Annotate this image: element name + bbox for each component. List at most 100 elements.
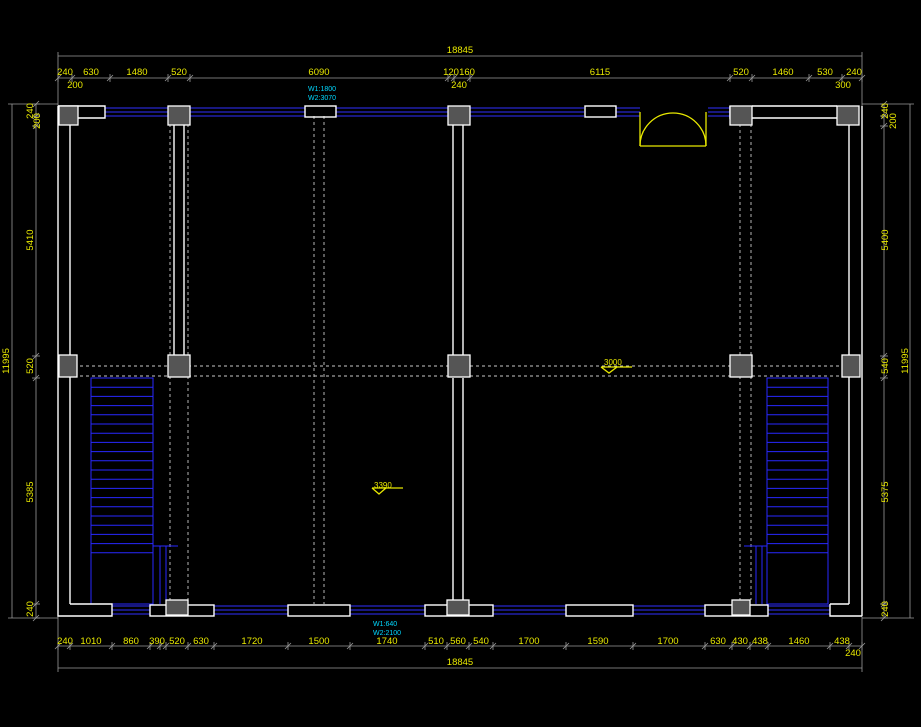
dimension-tick: [32, 600, 40, 608]
column: [446, 599, 470, 616]
dimension-tick: [629, 642, 637, 650]
top-dim-label: 6090: [308, 67, 329, 78]
bottom-extra-dim-label: 240: [845, 648, 861, 659]
top-windows: [105, 107, 730, 117]
top-sub-dim-label: 300: [835, 80, 851, 91]
dimension-tick: [106, 74, 114, 82]
left-overall-dimension: 11995: [1, 348, 12, 374]
top-overall-dimension: 18845: [447, 45, 473, 56]
right-dim-label: 5400: [880, 229, 891, 250]
walls: [57, 105, 863, 617]
right-overall-dimension: 11995: [900, 348, 911, 374]
bottom-dim-label: 1590: [587, 636, 608, 647]
dimension-tick: [465, 642, 473, 650]
dimension-tick: [880, 352, 888, 360]
top-dim-label: 160: [459, 67, 475, 78]
elevation-label: 3000: [604, 358, 622, 367]
right-dim-label: 540: [880, 358, 891, 374]
dimension-tick: [54, 642, 62, 650]
column: [447, 354, 471, 378]
window-tags-top: W1:1800 W2:3070: [308, 86, 336, 102]
dimension-tick: [164, 74, 172, 82]
dimension-tick: [32, 614, 40, 622]
dimension-tick: [805, 74, 813, 82]
bottom-overall-dimension: 18845: [447, 657, 473, 668]
dimension-tick: [489, 642, 497, 650]
top-dim-label: 6115: [590, 67, 610, 78]
dimension-tick: [880, 614, 888, 622]
bottom-dim-label: 240: [57, 636, 73, 647]
dimension-tick: [880, 374, 888, 382]
bottom-dim-label: 438: [752, 636, 768, 647]
dimension-tick: [466, 74, 474, 82]
top-dim-label: 1480: [126, 67, 147, 78]
bottom-dim-label: 630: [710, 636, 726, 647]
dimension-tick: [826, 642, 834, 650]
bottom-dim-label: 1700: [657, 636, 678, 647]
bottom-dim-label: 1500: [308, 636, 329, 647]
elevation-label: 3390: [374, 481, 392, 490]
dimension-tick: [66, 642, 74, 650]
dimension-tick: [748, 74, 756, 82]
top-dim-label: 120: [443, 67, 459, 78]
top-sub-dim-label: 200: [67, 80, 83, 91]
dimension-tick: [284, 642, 292, 650]
right-dim-label: 200: [888, 113, 899, 129]
bottom-dim-label: 560: [450, 636, 466, 647]
top-dim-label: 520: [171, 67, 187, 78]
left-dim-label: 520: [25, 358, 36, 374]
top-dim-label: 1460: [772, 67, 793, 78]
right-dim-label: 240: [880, 601, 891, 617]
right-dim-label: 5375: [880, 481, 891, 502]
dimension-tick: [701, 642, 709, 650]
top-dim-label: 520: [733, 67, 749, 78]
dimension-tick: [764, 642, 772, 650]
dimension-tick: [156, 642, 164, 650]
window-tag: W2:2100: [373, 630, 401, 637]
right-segment-labels: 240 200 5400 540 5375 240 11995: [880, 103, 911, 617]
window-tags-bottom: W1:640 W2:2100: [373, 621, 401, 637]
bottom-dim-label: 1010: [80, 636, 101, 647]
top-segment-labels: 240 630 1480 520 6090 120 160 6115 520 1…: [57, 67, 862, 91]
stair-right: [744, 377, 829, 605]
top-sub-dim-label: 240: [451, 80, 467, 91]
top-dim-label: 530: [817, 67, 833, 78]
window-tag: W2:3070: [308, 95, 336, 102]
dimension-tick: [32, 374, 40, 382]
bottom-dim-label: 438: [834, 636, 850, 647]
left-dim-label: 240: [25, 103, 36, 119]
window-tag: W1:1800: [308, 86, 336, 93]
bottom-dim-label: 630: [193, 636, 209, 647]
dimension-tick: [32, 100, 40, 108]
bottom-dim-label: 1460: [788, 636, 809, 647]
left-segment-labels: 240 200 5410 520 5385 240 11995: [1, 103, 43, 617]
left-dim-label: 5410: [25, 229, 36, 250]
column: [841, 354, 861, 378]
bottom-dim-label: 390: [149, 636, 165, 647]
top-dim-label: 240: [57, 67, 73, 78]
right-dim-label: 240: [880, 103, 891, 119]
dimension-tick: [186, 74, 194, 82]
dimension-tick: [726, 74, 734, 82]
top-dim-label: 240: [846, 67, 862, 78]
dimension-tick: [146, 642, 154, 650]
bottom-dim-label: 1700: [518, 636, 539, 647]
bottom-dim-label: 430: [732, 636, 748, 647]
dimension-tick: [838, 74, 846, 82]
double-door: [639, 112, 707, 147]
top-dim-label: 630: [83, 67, 99, 78]
column: [167, 105, 191, 126]
column: [167, 354, 191, 378]
bottom-dim-label: 540: [473, 636, 489, 647]
dimension-tick: [880, 112, 888, 120]
stair-left: [90, 377, 178, 605]
dimension-tick: [68, 74, 76, 82]
column: [447, 105, 471, 126]
dimension-tick: [32, 352, 40, 360]
dimension-ticks: [32, 74, 888, 650]
elevation-marker-lower: 3390: [371, 481, 403, 495]
bottom-windows: [112, 605, 830, 615]
bottom-dim-label: 1740: [376, 636, 397, 647]
dimension-tick: [162, 642, 170, 650]
